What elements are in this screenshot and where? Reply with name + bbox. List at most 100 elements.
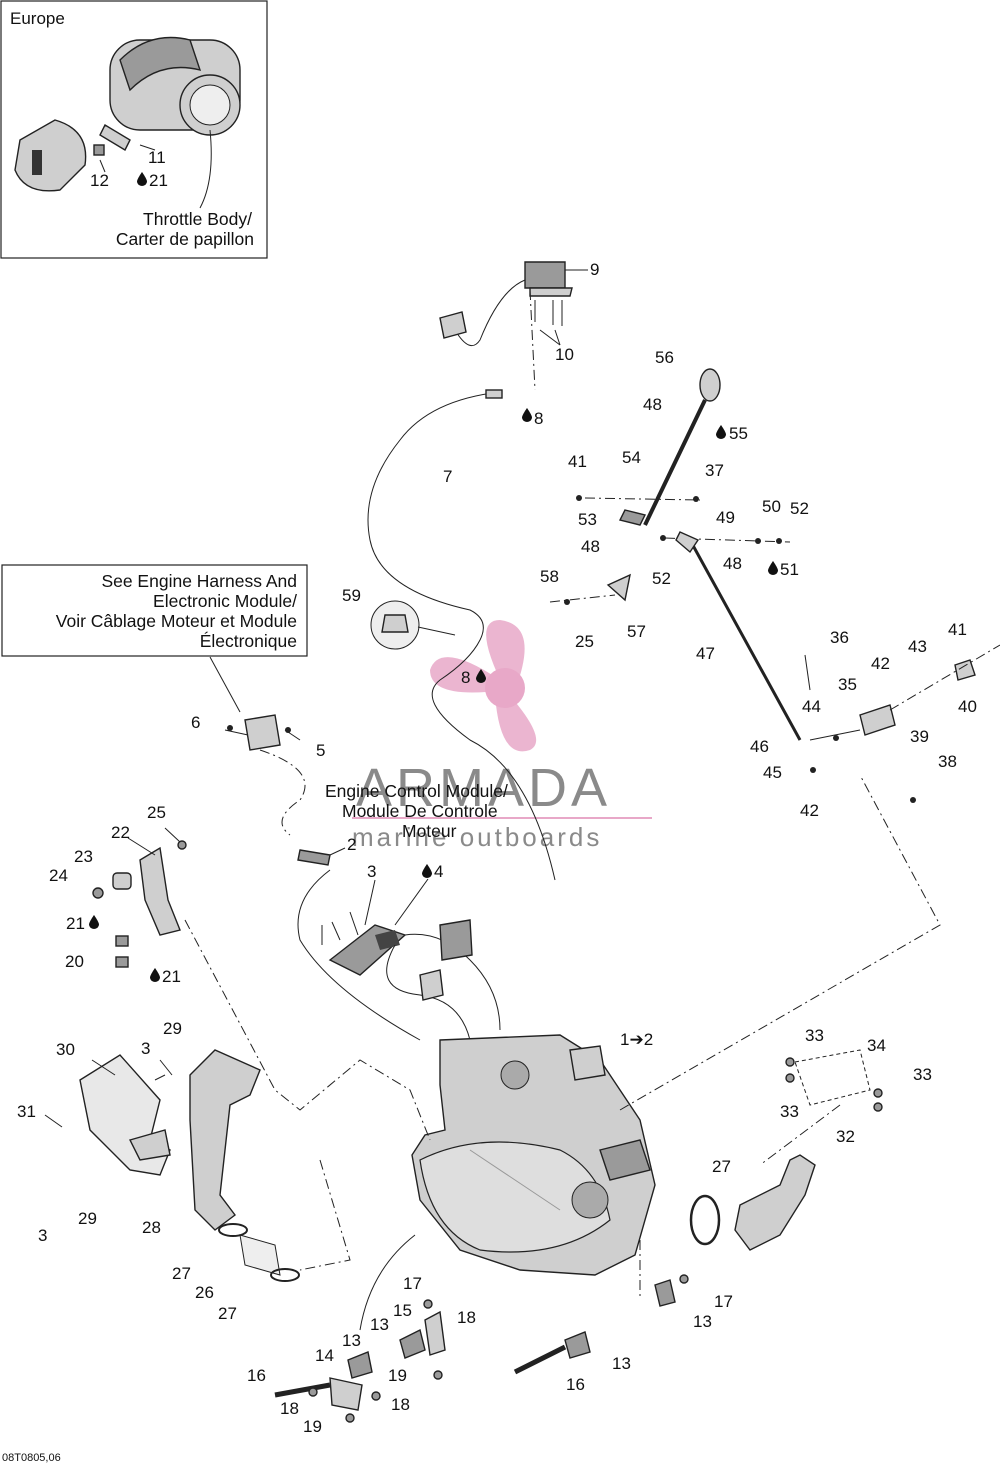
callout-31: 31: [17, 1102, 36, 1121]
grommet-59: [370, 600, 456, 650]
callout-47: 47: [696, 644, 715, 663]
callout-58: 58: [540, 567, 559, 586]
callout-33c: 33: [780, 1102, 799, 1121]
callout-45: 45: [763, 763, 782, 782]
grease-drop-icon: [522, 408, 532, 422]
callout-13a: 13: [693, 1312, 712, 1331]
heat-shield: [79, 1054, 171, 1176]
callout-53: 53: [578, 510, 597, 529]
throttle-pedal-assembly: [367, 261, 588, 881]
oxygen-sensor-harness: [224, 714, 346, 866]
callout-6: 6: [191, 713, 200, 732]
callout-40: 40: [958, 697, 977, 716]
callout-12: 12: [90, 171, 109, 190]
callout-55: 55: [729, 424, 748, 443]
callout-42a: 42: [871, 654, 890, 673]
callout-26: 26: [195, 1283, 214, 1302]
callout-27a: 27: [172, 1264, 191, 1283]
callout-3c: 3: [38, 1226, 47, 1245]
callout-38: 38: [938, 752, 957, 771]
harness-note-box: See Engine Harness And Electronic Module…: [1, 564, 308, 713]
grease-drop-icon: [716, 425, 726, 439]
armada-watermark: ARMADA marine outboards: [352, 620, 652, 852]
ecm-label-line1: Engine Control Module/: [325, 781, 508, 801]
watermark-title: ARMADA: [356, 758, 611, 818]
callout-59: 59: [342, 586, 361, 605]
watermark-subtitle: marine outboards: [352, 822, 602, 852]
inset-caption-line2: Carter de papillon: [116, 229, 254, 249]
callout-48a: 48: [643, 395, 662, 414]
callout-33a: 33: [805, 1026, 824, 1045]
callout-23: 23: [74, 847, 93, 866]
callout-13b: 13: [612, 1354, 631, 1373]
callout-32: 32: [836, 1127, 855, 1146]
callout-17a: 17: [714, 1292, 733, 1311]
callout-27c: 27: [712, 1157, 731, 1176]
harness-note-line2: Electronic Module/: [153, 591, 297, 611]
callout-33b: 33: [913, 1065, 932, 1084]
europe-inset: Europe 11 12 21 Throttle Body/ Carter de…: [0, 0, 268, 259]
callout-52b: 52: [652, 569, 671, 588]
propeller-logo-icon: [430, 620, 537, 752]
callout-18b: 18: [280, 1399, 299, 1418]
callout-29b: 29: [78, 1209, 97, 1228]
grease-drop-icon: [768, 561, 778, 575]
callout-50: 50: [762, 497, 781, 516]
engine-block: [411, 1034, 656, 1276]
callout-8a: 8: [534, 409, 543, 428]
callout-19b: 19: [303, 1417, 322, 1436]
callout-5: 5: [316, 741, 325, 760]
callout-35: 35: [838, 675, 857, 694]
support-bracket: [92, 827, 187, 968]
callout-10: 10: [555, 345, 574, 364]
callout-37: 37: [705, 461, 724, 480]
callout-44: 44: [802, 697, 821, 716]
shift-linkage: [549, 368, 1000, 803]
callout-51: 51: [780, 560, 799, 579]
harness-note-line3: Voir Câblage Moteur et Module: [56, 611, 297, 631]
callout-30: 30: [56, 1040, 75, 1059]
inset-caption-line1: Throttle Body/: [143, 209, 252, 229]
callout-18c: 18: [391, 1395, 410, 1414]
callout-27b: 27: [218, 1304, 237, 1323]
ecm-module: [297, 869, 501, 1041]
callout-13d: 13: [342, 1331, 361, 1350]
inset-region-label: Europe: [10, 9, 65, 28]
callout-49: 49: [716, 508, 735, 527]
adhesive-drop-icon: [137, 172, 147, 186]
callout-3b: 3: [141, 1039, 150, 1058]
callout-9: 9: [590, 260, 599, 279]
assembly-lines: [184, 774, 941, 1300]
callout-34: 34: [867, 1036, 886, 1055]
callout-48c: 48: [723, 554, 742, 573]
callout-41a: 41: [568, 452, 587, 471]
callout-21b: 21: [66, 914, 85, 933]
engine-mounts: [274, 1234, 689, 1423]
callout-48b: 48: [581, 537, 600, 556]
adhesive-drop-icon: [422, 864, 432, 878]
callout-21a: 21: [149, 171, 168, 190]
callout-28: 28: [142, 1218, 161, 1237]
callout-15: 15: [393, 1301, 412, 1320]
adhesive-drop-icon: [150, 968, 160, 982]
callout-16a: 16: [566, 1375, 585, 1394]
callout-4: 4: [434, 862, 443, 881]
callout-36: 36: [830, 628, 849, 647]
callout-16b: 16: [247, 1366, 266, 1385]
callout-11: 11: [148, 148, 166, 167]
callout-1: 1➔2: [620, 1030, 653, 1049]
callout-18a: 18: [457, 1308, 476, 1327]
callout-41b: 41: [948, 620, 967, 639]
callout-56: 56: [655, 348, 674, 367]
callout-46: 46: [750, 737, 769, 756]
ecm-label-line3: Moteur: [402, 821, 457, 841]
callout-17b: 17: [403, 1274, 422, 1293]
callout-8b: 8: [461, 668, 470, 687]
ecm-label-line2: Module De Controle: [342, 801, 498, 821]
callout-2: 2: [347, 835, 356, 854]
callout-7: 7: [443, 467, 452, 486]
callout-29a: 29: [163, 1019, 182, 1038]
drawing-reference: 08T0805,06: [2, 1452, 61, 1464]
callout-54: 54: [622, 448, 641, 467]
